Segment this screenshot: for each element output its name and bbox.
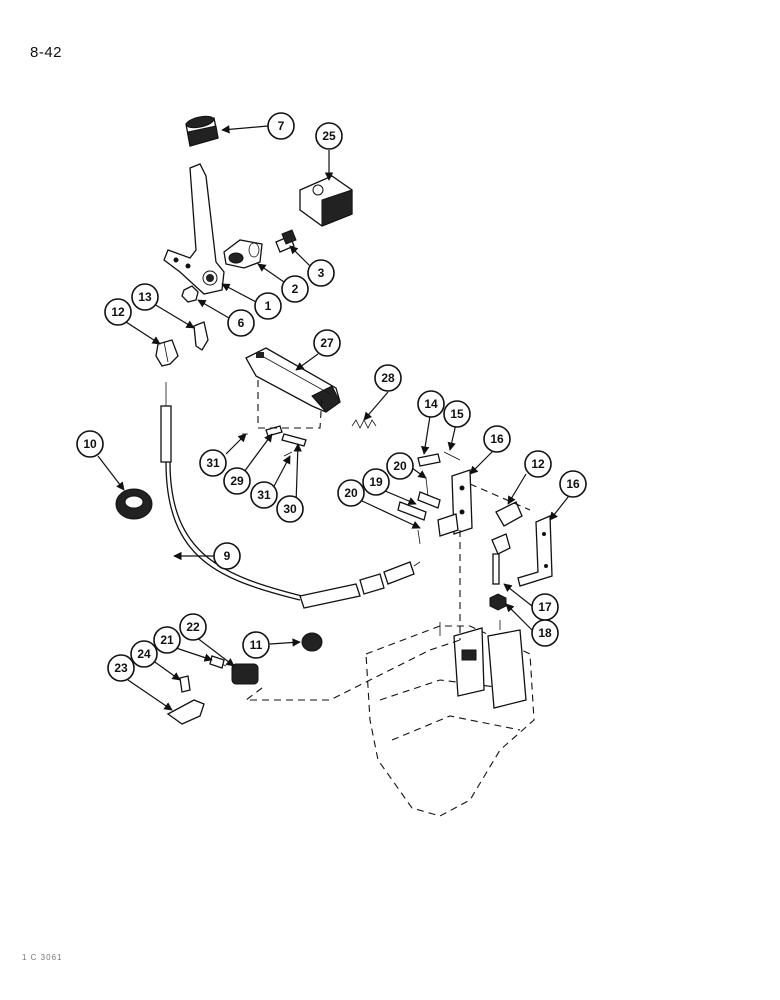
- svg-text:29: 29: [230, 474, 244, 488]
- callout-17: 17: [531, 593, 559, 621]
- callout-12: 12: [524, 450, 552, 478]
- leader-lines: [97, 125, 573, 711]
- angle-bracket-part: [517, 515, 553, 587]
- svg-text:17: 17: [538, 600, 552, 614]
- callout-3: 3: [307, 259, 335, 287]
- svg-text:10: 10: [83, 437, 97, 451]
- svg-text:15: 15: [450, 407, 464, 421]
- svg-text:28: 28: [381, 371, 395, 385]
- bracket-block-part: [299, 175, 353, 227]
- svg-text:21: 21: [160, 633, 174, 647]
- callout-27: 27: [313, 329, 341, 357]
- svg-text:12: 12: [111, 305, 125, 319]
- callout-18: 18: [531, 619, 559, 647]
- svg-text:3: 3: [318, 266, 325, 280]
- svg-text:19: 19: [369, 475, 383, 489]
- svg-text:31: 31: [206, 456, 220, 470]
- bracket-hardware-part: [397, 451, 461, 545]
- callout-30: 30: [276, 495, 304, 523]
- control-cable-part: [160, 382, 421, 609]
- svg-text:13: 13: [138, 290, 152, 304]
- callout-31: 31: [199, 449, 227, 477]
- knob-cap-part: [185, 115, 219, 147]
- callout-12: 12: [104, 298, 132, 326]
- clevis-right-part: [495, 501, 523, 527]
- svg-text:2: 2: [292, 282, 299, 296]
- callout-11: 11: [242, 631, 270, 659]
- svg-text:6: 6: [238, 316, 245, 330]
- seal-ring-part: [115, 488, 153, 520]
- mounting-bracket-part: [437, 469, 473, 537]
- svg-text:24: 24: [137, 647, 151, 661]
- callout-25: 25: [315, 122, 343, 150]
- svg-text:18: 18: [538, 626, 552, 640]
- lever-housing-part: [245, 347, 341, 413]
- hand-lever-part: [163, 163, 225, 295]
- callout-20: 20: [337, 479, 365, 507]
- svg-text:22: 22: [186, 620, 200, 634]
- callout-24: 24: [130, 640, 158, 668]
- callout-29: 29: [223, 467, 251, 495]
- rod-end-part: [489, 533, 511, 611]
- svg-text:9: 9: [224, 549, 231, 563]
- svg-text:25: 25: [322, 129, 336, 143]
- callout-21: 21: [153, 626, 181, 654]
- svg-text:20: 20: [344, 486, 358, 500]
- callout-19: 19: [362, 468, 390, 496]
- small-pins-part: [242, 425, 307, 457]
- callout-7: 7: [267, 112, 295, 140]
- callout-28: 28: [374, 364, 402, 392]
- callout-20: 20: [386, 452, 414, 480]
- callout-6: 6: [227, 309, 255, 337]
- svg-text:16: 16: [490, 432, 504, 446]
- bolt-part: [275, 229, 297, 253]
- svg-text:27: 27: [320, 336, 334, 350]
- svg-text:30: 30: [283, 502, 297, 516]
- svg-text:14: 14: [424, 397, 438, 411]
- callout-15: 15: [443, 400, 471, 428]
- knurled-nut-part: [209, 655, 259, 685]
- pin-part: [193, 321, 209, 351]
- spring-part: [351, 419, 377, 429]
- callout-31: 31: [250, 481, 278, 509]
- mount-bracket-part: [166, 675, 205, 725]
- plug-part: [301, 632, 323, 652]
- svg-text:1: 1: [265, 299, 272, 313]
- callout-22: 22: [179, 613, 207, 641]
- callout-16: 16: [483, 425, 511, 453]
- svg-text:11: 11: [250, 638, 263, 652]
- callout-10: 10: [76, 430, 104, 458]
- nut-part: [181, 285, 199, 303]
- svg-text:16: 16: [566, 477, 580, 491]
- alignment-lines: [244, 380, 531, 701]
- svg-text:20: 20: [393, 459, 407, 473]
- svg-text:12: 12: [531, 457, 545, 471]
- svg-text:23: 23: [114, 661, 128, 675]
- callout-9: 9: [213, 542, 241, 570]
- callout-1: 1: [254, 292, 282, 320]
- callout-2: 2: [281, 275, 309, 303]
- callout-23: 23: [107, 654, 135, 682]
- callout-13: 13: [131, 283, 159, 311]
- callout-14: 14: [417, 390, 445, 418]
- svg-text:7: 7: [278, 119, 285, 133]
- clevis-part: [155, 339, 179, 367]
- svg-text:31: 31: [257, 488, 271, 502]
- control-valve-body: [365, 620, 535, 817]
- pivot-boss-part: [223, 239, 263, 269]
- figure-code: 1 C 3061: [22, 953, 63, 962]
- page-number: 8-42: [30, 44, 63, 61]
- callout-16: 16: [559, 470, 587, 498]
